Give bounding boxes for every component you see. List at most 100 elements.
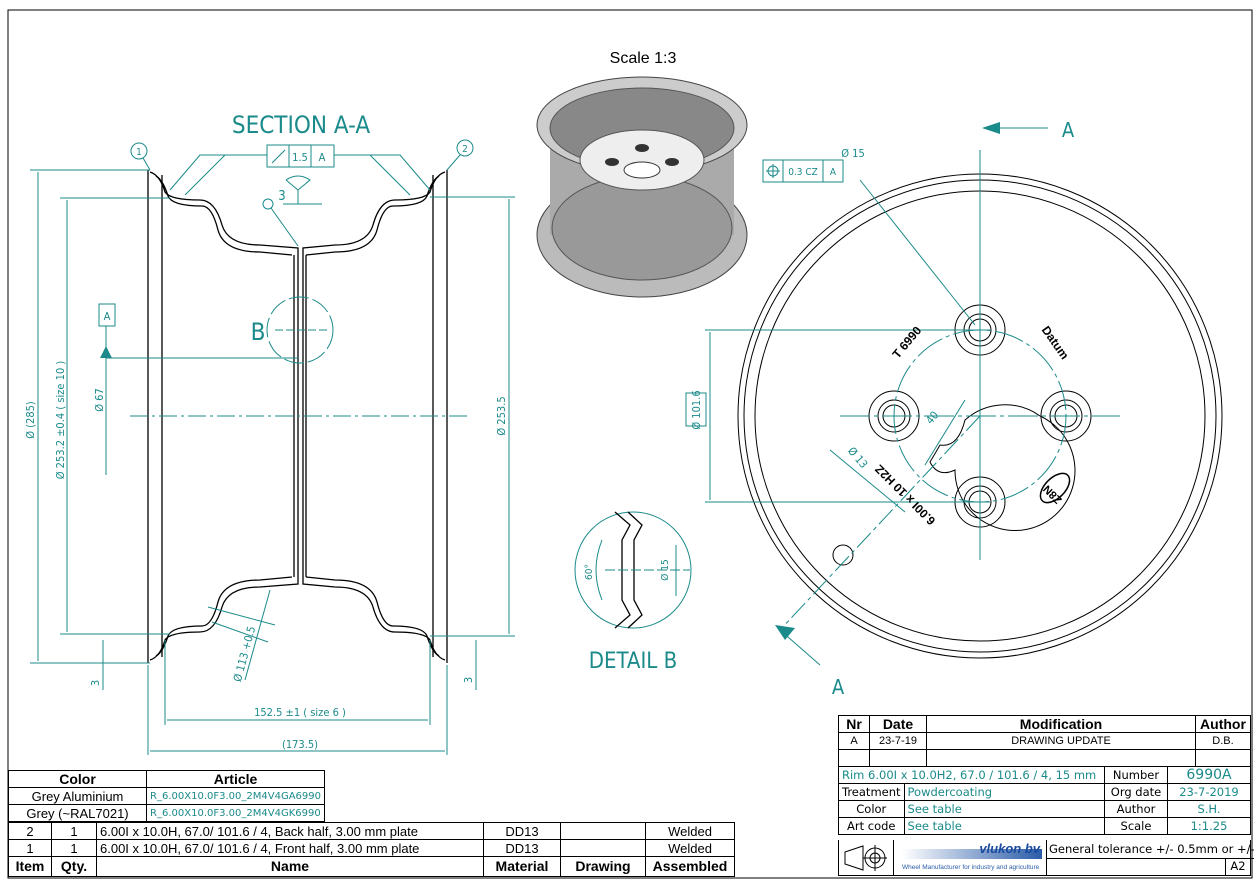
detail-angle: 60° (584, 564, 595, 580)
slot-dimension: 40 (923, 409, 941, 427)
detail-title: DETAIL B (589, 649, 677, 674)
position-datum: A (830, 167, 837, 178)
sheet-border (7, 9, 1253, 879)
treatment-label: Treatment (838, 783, 905, 801)
dim-valve: Ø 113 +0.5 (231, 625, 258, 683)
section-arrow-top-label: A (1062, 118, 1075, 142)
bom-drawing (560, 822, 646, 840)
bom-name: 6.00I x 10.0H, 67.0/ 101.6 / 4, Back hal… (96, 822, 484, 840)
bom-qty: 1 (51, 839, 97, 857)
detail-hole: Ø 15 (659, 559, 671, 580)
valve-hole (832, 544, 854, 566)
dim-outer-diameter: Ø (285) (24, 401, 37, 439)
color-label: Color (838, 800, 905, 818)
artcode-label: Art code (838, 817, 905, 835)
drawing-number: 6990A (1167, 766, 1251, 784)
artcode-value: See table (903, 817, 1106, 835)
dim-inner-width: 152.5 ±1 ( size 6 ) (254, 706, 346, 719)
section-title: SECTION A-A (232, 111, 370, 139)
company-tagline: Wheel Manufacturer for industry and agri… (902, 864, 1040, 871)
section-view: SECTION A-A A 1 2 1.5 A 3 B (24, 111, 515, 755)
hole-diameter: Ø 15 (841, 147, 865, 160)
dim-overall-width: (173.5) (282, 738, 318, 751)
projection-symbol-icon (844, 845, 887, 871)
color-name: Grey (~RAL7021) (7, 804, 148, 822)
scale-value: 1:1.25 (1167, 817, 1251, 835)
revision-row-empty (838, 749, 1251, 767)
scale-label: Scale 1:3 (610, 50, 677, 67)
bom-header-name: Name (96, 856, 484, 877)
color-row: Grey (~RAL7021)R_6.00X10.0F3.00_2M4V4GK6… (7, 804, 325, 822)
article-header: Article (146, 770, 325, 788)
runout-tolerance: 1.5 (292, 151, 308, 164)
pcd-dimension: Ø 101.6 (690, 390, 703, 429)
dim-flange-left: 3 (89, 680, 102, 686)
detail-b-view: DETAIL B 60° Ø 15 (574, 511, 692, 674)
title-block-footer: vlukon bv Wheel Manufacturer for industr… (838, 840, 1254, 876)
part-description: Rim 6.00I x 10.0H2, 67.0 / 101.6 / 4, 15… (838, 766, 1105, 784)
balloon-1: 1 (136, 147, 142, 158)
stamp-datum: Datum (1039, 323, 1072, 362)
title-block: Rim 6.00I x 10.0H2, 67.0 / 101.6 / 4, 15… (838, 766, 1251, 835)
author-value: S.H. (1167, 800, 1251, 818)
general-tolerance: General tolerance +/- 0.5mm or +/- 1° (1046, 840, 1254, 859)
treatment-value: Powdercoating (903, 783, 1106, 801)
front-view: A A Ø 15 0.3 CZ A Ø 101.6 40 Ø 13 T 6990… (685, 118, 1223, 699)
bom-drawing (560, 839, 646, 857)
rev-header-author: Author (1195, 715, 1251, 733)
article-code: R_6.00X10.0F3.00_2M4V4GK6990 (146, 804, 325, 822)
bom-material: DD13 (483, 822, 561, 840)
rev-header-nr: Nr (838, 715, 870, 733)
rev-modification: DRAWING UPDATE (926, 732, 1196, 750)
rev-author: D.B. (1195, 732, 1251, 750)
rev-header-modification: Modification (926, 715, 1196, 733)
runout-datum: A (319, 151, 326, 164)
color-value: See table (903, 800, 1106, 818)
number-label: Number (1104, 766, 1168, 784)
bom-header-qty: Qty. (51, 856, 97, 877)
isometric-wheel-view: Scale 1:3 (536, 50, 748, 298)
position-tolerance: 0.3 CZ (788, 167, 818, 178)
bom-header-drawing: Drawing (560, 856, 646, 877)
orgdate-label: Org date (1104, 783, 1168, 801)
company-name: vlukon bv (979, 841, 1040, 856)
dim-bead-seat: Ø 253.2 ±0.4 ( size 10 ) (54, 361, 67, 480)
weld-size: 3 (278, 189, 285, 204)
bom-header-assembled: Assembled (645, 856, 735, 877)
bom-assembled: Welded (645, 822, 735, 840)
bom-assembled: Welded (645, 839, 735, 857)
scale-label-cell: Scale (1104, 817, 1168, 835)
section-dimensions (30, 139, 515, 755)
bom-name: 6.00I x 10.0H, 67.0/ 101.6 / 4, Front ha… (96, 839, 484, 857)
bom-qty: 1 (51, 822, 97, 840)
author-label: Author (1104, 800, 1168, 818)
bom-material: DD13 (483, 839, 561, 857)
bom-item: 2 (8, 822, 52, 840)
dim-center-bore: Ø 67 (93, 388, 106, 412)
sheet-size: A2 (1225, 858, 1250, 875)
bom-item: 1 (8, 839, 52, 857)
bom-header-material: Material (483, 856, 561, 877)
color-header: Color (7, 770, 148, 788)
stamp-oval (1039, 472, 1071, 504)
color-name: Grey Aluminium (7, 787, 148, 805)
section-arrow-bottom-label: A (832, 675, 845, 699)
orgdate-value: 23-7-2019 (1167, 783, 1251, 801)
rev-nr: A (838, 732, 870, 750)
slot-hole-dimension: Ø 13 (845, 445, 870, 471)
dim-flange-right: 3 (462, 677, 475, 683)
datum-triangle (100, 346, 112, 358)
detail-marker: B (251, 318, 266, 346)
rev-date: 23-7-19 (869, 732, 927, 750)
rev-header-date: Date (869, 715, 927, 733)
balloon-2: 2 (462, 144, 468, 155)
